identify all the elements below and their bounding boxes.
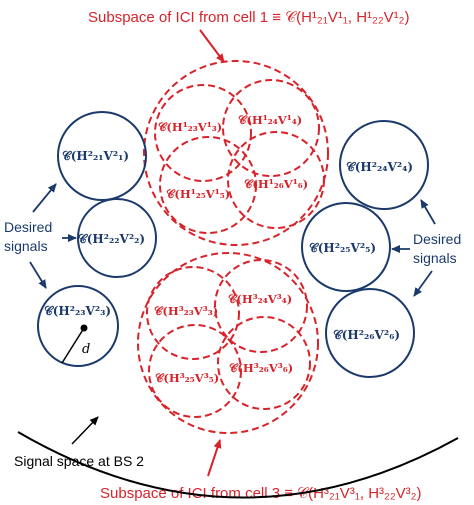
right-desired-circle-2 — [301, 202, 391, 292]
bottom-ici-title: Subspace of ICI from cell 3 ≡ 𝒞(H³₂₁V³₁,… — [100, 485, 422, 502]
upper-ici-circle-3 — [159, 136, 257, 234]
signal-space-arc — [17, 431, 459, 499]
upper-ici-label-1: 𝒞(H¹₂₃V¹₃) — [158, 120, 222, 134]
left-arrow-up — [32, 183, 57, 213]
lower-ici-label-1: 𝒞(H³₂₃V³₃) — [154, 304, 218, 318]
top-title-arrow — [199, 29, 225, 63]
radius-label: d — [82, 342, 90, 357]
right-arrow-up — [420, 199, 436, 225]
lower-ici-circle-1 — [146, 266, 240, 360]
lower-ici-circle-3 — [148, 324, 242, 418]
lower-ici-label-4: 𝒞(H³₂₆V³₆) — [229, 361, 293, 375]
bs-signal-space-label: Signal space at BS 2 — [14, 453, 144, 469]
left-desired-label-2: 𝒞(H²₂₂V²₂) — [78, 232, 145, 246]
right-arrows — [391, 199, 436, 297]
lower-ici-outer-circle — [137, 252, 319, 434]
upper-ici-label-2: 𝒞(H¹₂₄V¹₄) — [238, 113, 302, 127]
right-desired-label-2: 𝒞(H²₂₅V²₅) — [309, 241, 376, 255]
left-desired-circle-1 — [57, 111, 147, 201]
right-desired-label-3: 𝒞(H²₂₆V²₆) — [333, 328, 400, 342]
right-desired-group — [301, 120, 429, 378]
left-desired-group — [37, 111, 157, 367]
lower-ici-label-2: 𝒞(H³₂₄V³₄) — [228, 292, 292, 306]
top-ici-title: Subspace of ICI from cell 1 ≡ 𝒞(H¹₂₁V¹₁,… — [88, 9, 410, 26]
left-arrow-down — [29, 261, 47, 289]
lower-ici-label-3: 𝒞(H³₂₅V³₅) — [155, 371, 219, 385]
left-desired-circle-2 — [77, 198, 157, 278]
upper-ici-outer-circle — [143, 60, 329, 246]
lower-ici-circle-2 — [214, 259, 308, 353]
desired-signals-right-line2: signals — [413, 250, 457, 266]
upper-ici-label-4: 𝒞(H¹₂₆V¹₆) — [244, 177, 308, 191]
lower-ici-circle-4 — [217, 316, 311, 410]
right-desired-circle-1 — [339, 120, 429, 210]
left-arrows — [29, 183, 77, 289]
upper-ici-circle-4 — [227, 131, 325, 229]
upper-ici-circle-2 — [222, 79, 320, 177]
upper-ici-label-3: 𝒞(H¹₂₅V¹₅) — [166, 187, 230, 201]
bs-label-arrow — [71, 416, 99, 445]
right-desired-label-1: 𝒞(H²₂₄V²₄) — [346, 160, 413, 174]
desired-signals-right-line1: Desired — [413, 231, 461, 247]
desired-signals-left-line1: Desired — [4, 219, 52, 235]
left-desired-label-3: 𝒞(H²₂₃V²₃) — [44, 304, 111, 318]
desired-signals-left-line2: signals — [4, 238, 48, 254]
bottom-title-arrow — [207, 439, 222, 477]
right-arrow-down — [413, 270, 433, 297]
left-desired-circle-3 — [37, 285, 119, 367]
lower-ici-cluster — [137, 252, 319, 434]
left-desired-label-1: 𝒞(H²₂₁V²₁) — [62, 149, 129, 163]
upper-ici-cluster — [143, 60, 329, 246]
upper-ici-circle-1 — [154, 84, 252, 182]
right-desired-circle-3 — [325, 288, 415, 378]
radius-line — [61, 327, 85, 364]
